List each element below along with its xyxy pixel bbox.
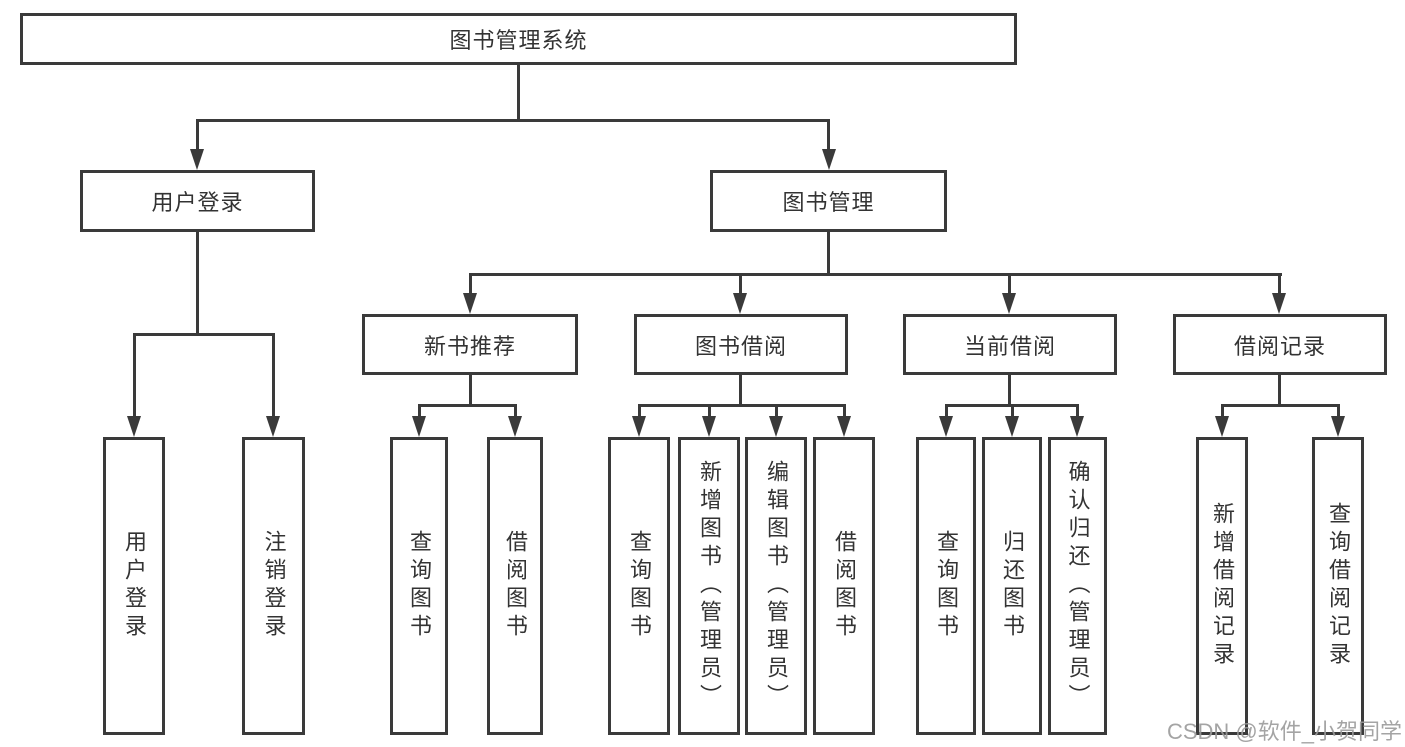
arrowhead-icon — [1070, 416, 1084, 437]
arrowhead-icon — [822, 149, 836, 170]
connector-login-drop-1 — [133, 333, 136, 417]
arrowhead-icon — [1215, 416, 1229, 437]
connector-newbooks-stem — [469, 375, 472, 406]
connector-root-bar — [196, 119, 830, 122]
arrowhead-icon — [769, 416, 783, 437]
arrowhead-icon — [190, 149, 204, 170]
connector-current-drop-3 — [1076, 404, 1079, 418]
arrowhead-icon — [837, 416, 851, 437]
arrowhead-icon — [1272, 293, 1286, 314]
connector-mgmt-bar — [469, 273, 1282, 276]
arrowhead-icon — [463, 293, 477, 314]
connector-borrow-drop-3 — [775, 404, 778, 418]
leaf-borrow-edit-admin: 编辑图书（管理员） — [745, 437, 807, 735]
arrowhead-icon — [508, 416, 522, 437]
connector-newbooks-drop-1 — [418, 404, 421, 418]
connector-root-drop-left — [196, 119, 199, 151]
connector-records-drop-2 — [1337, 404, 1340, 418]
node-current-borrow: 当前借阅 — [903, 314, 1117, 375]
connector-records-stem — [1278, 375, 1281, 406]
csdn-watermark: CSDN @软件_小贺同学 — [1166, 719, 1402, 744]
connector-root-stem — [517, 65, 520, 121]
connector-records-bar — [1221, 404, 1339, 407]
node-book-management: 图书管理 — [710, 170, 947, 232]
connector-newbooks-bar — [418, 404, 517, 407]
connector-borrow-drop-2 — [708, 404, 711, 418]
arrowhead-icon — [1002, 293, 1016, 314]
connector-current-stem — [1008, 375, 1011, 406]
arrowhead-icon — [702, 416, 716, 437]
node-new-book-recommend: 新书推荐 — [362, 314, 578, 375]
connector-login-stem — [196, 232, 199, 335]
connector-records-drop-1 — [1221, 404, 1224, 418]
connector-newbooks-drop-2 — [514, 404, 517, 418]
arrowhead-icon — [266, 416, 280, 437]
leaf-records-query: 查询借阅记录 — [1312, 437, 1364, 735]
arrowhead-icon — [1005, 416, 1019, 437]
connector-borrow-drop-4 — [843, 404, 846, 418]
connector-borrow-bar — [638, 404, 845, 407]
arrowhead-icon — [127, 416, 141, 437]
leaf-logout: 注销登录 — [242, 437, 305, 735]
arrowhead-icon — [733, 293, 747, 314]
connector-borrow-stem — [739, 375, 742, 406]
connector-current-drop-1 — [945, 404, 948, 418]
connector-root-drop-right — [827, 119, 830, 151]
leaf-borrow-query: 查询图书 — [608, 437, 670, 735]
node-root: 图书管理系统 — [20, 13, 1017, 65]
leaf-current-return: 归还图书 — [982, 437, 1042, 735]
connector-mgmt-drop-1 — [469, 273, 472, 295]
connector-mgmt-drop-4 — [1278, 273, 1281, 295]
connector-mgmt-drop-3 — [1008, 273, 1011, 295]
leaf-newbooks-borrow: 借阅图书 — [487, 437, 543, 735]
arrowhead-icon — [632, 416, 646, 437]
connector-current-drop-2 — [1011, 404, 1014, 418]
leaf-current-query: 查询图书 — [916, 437, 976, 735]
leaf-records-add: 新增借阅记录 — [1196, 437, 1248, 735]
arrowhead-icon — [1331, 416, 1345, 437]
leaf-borrow-borrow: 借阅图书 — [813, 437, 875, 735]
node-book-borrow: 图书借阅 — [634, 314, 848, 375]
connector-borrow-drop-1 — [638, 404, 641, 418]
connector-login-drop-2 — [272, 333, 275, 417]
leaf-current-confirm-admin: 确认归还（管理员） — [1048, 437, 1107, 735]
node-borrow-records: 借阅记录 — [1173, 314, 1387, 375]
leaf-user-login: 用户登录 — [103, 437, 165, 735]
leaf-borrow-add-admin: 新增图书（管理员） — [678, 437, 740, 735]
leaf-newbooks-query: 查询图书 — [390, 437, 448, 735]
arrowhead-icon — [412, 416, 426, 437]
connector-login-bar — [133, 333, 274, 336]
connector-mgmt-stem — [827, 232, 830, 275]
connector-mgmt-drop-2 — [739, 273, 742, 295]
arrowhead-icon — [939, 416, 953, 437]
node-user-login: 用户登录 — [80, 170, 315, 232]
